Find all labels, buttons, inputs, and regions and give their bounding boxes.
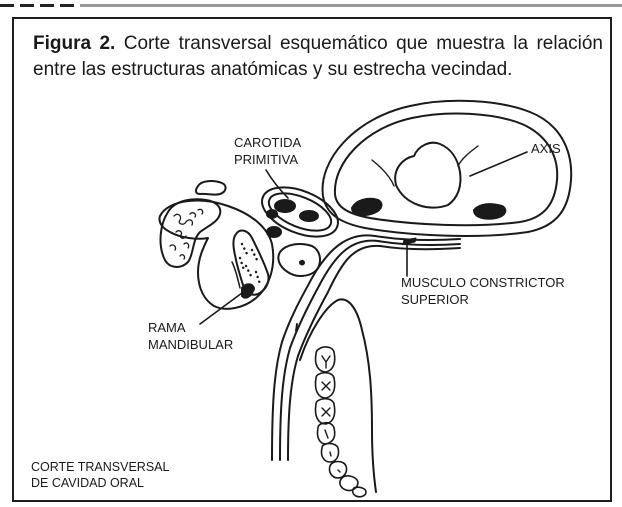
label-carotida-line1: CAROTIDA	[234, 134, 301, 151]
tongue-outline	[300, 299, 376, 492]
small-bone	[196, 181, 226, 195]
teeth-column	[315, 347, 366, 497]
axis-inner-stroke-1	[372, 160, 394, 186]
mandible-outline	[159, 201, 273, 309]
label-corte-transversal: CORTE TRANSVERSAL DE CAVIDAD ORAL	[31, 459, 169, 491]
label-carotida-line2: PRIMITIVA	[234, 151, 301, 168]
leader-axis	[470, 152, 527, 176]
carotid-nerve	[267, 210, 277, 218]
pterygoid-bone	[161, 199, 221, 267]
axis-left-condyle	[352, 199, 381, 215]
label-carotida-primitiva: CAROTIDA PRIMITIVA	[234, 134, 301, 168]
label-rama-line2: MANDIBULAR	[148, 336, 233, 353]
mandible-line	[232, 262, 240, 288]
carotid-artery	[275, 200, 295, 212]
axis-right-condyle	[474, 204, 505, 219]
label-corte-line2: DE CAVIDAD ORAL	[31, 475, 169, 491]
carotid-vein	[300, 211, 318, 221]
label-musculo-line1: MUSCULO CONSTRICTOR	[401, 274, 565, 291]
axis-dens	[395, 143, 460, 208]
label-axis: AXIS	[531, 140, 561, 157]
label-rama-mandibular: RAMA MANDIBULAR	[148, 319, 233, 353]
label-corte-line1: CORTE TRANSVERSAL	[31, 459, 169, 475]
axis-inner-stroke-2	[458, 146, 478, 166]
label-musculo-line2: SUPERIOR	[401, 291, 565, 308]
soft-tissue-mark	[300, 261, 304, 264]
label-musculo-constrictor: MUSCULO CONSTRICTOR SUPERIOR	[401, 274, 565, 308]
label-rama-line1: RAMA	[148, 319, 233, 336]
tongue-tick	[296, 324, 297, 331]
soft-tissue	[278, 244, 320, 276]
